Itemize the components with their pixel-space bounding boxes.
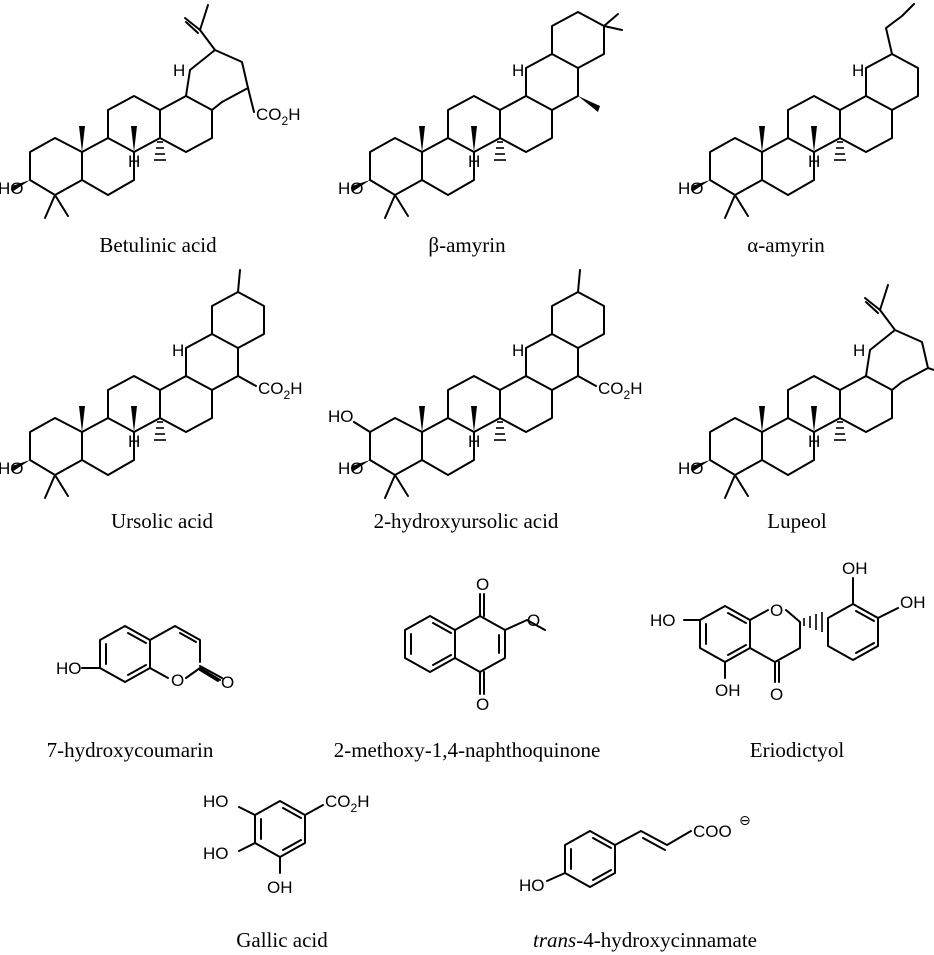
hydroxyl-label: HO bbox=[678, 179, 704, 198]
alpha-amyrin-structure: H H HO bbox=[678, 3, 919, 219]
hydrogen-label: H bbox=[512, 61, 524, 80]
hydroxyl-label: HO bbox=[203, 844, 229, 863]
acid-label: CO2H bbox=[256, 105, 300, 128]
2-hydroxyursolic-acid-structure: H H CO2H HO HO bbox=[328, 269, 642, 499]
hydroxyl-label: HO bbox=[328, 407, 354, 426]
hydrogen-label: H bbox=[808, 432, 820, 451]
hydrogen-label: H bbox=[128, 152, 140, 171]
hydrogen-label: H bbox=[468, 432, 480, 451]
hydroxyl-label: HO bbox=[203, 792, 229, 811]
hydrogen-label: H bbox=[128, 432, 140, 451]
acid-label: CO2H bbox=[325, 792, 369, 815]
hydroxyl-label: OH bbox=[715, 681, 741, 700]
acid-label: CO2H bbox=[258, 379, 302, 402]
carbonyl-oxygen-label: O bbox=[770, 685, 783, 704]
compound-name: Lupeol bbox=[767, 509, 827, 533]
compound-name: trans-4-hydroxycinnamate bbox=[533, 928, 757, 952]
gallic-acid-structure: HO HO OH CO2H bbox=[203, 792, 369, 897]
ring-oxygen-label: O bbox=[171, 671, 184, 690]
hydroxyl-label: OH bbox=[842, 559, 868, 578]
7-hydroxycoumarin-structure: O O HO bbox=[56, 625, 234, 692]
hydrogen-label: H bbox=[512, 341, 524, 360]
hydroxyl-label: HO bbox=[338, 179, 364, 198]
carbonyl-oxygen-label: O bbox=[221, 673, 234, 692]
carbonyl-oxygen-label: O bbox=[476, 695, 489, 714]
carbonyl-oxygen-label: O bbox=[476, 575, 489, 594]
ether-oxygen-label: O bbox=[527, 611, 540, 630]
hydroxyl-label: OH bbox=[900, 593, 926, 612]
compound-name: Betulinic acid bbox=[99, 233, 217, 257]
hydrogen-label: H bbox=[853, 341, 865, 360]
hydroxyl-label: HO bbox=[0, 179, 24, 198]
hydroxyl-label: HO bbox=[338, 459, 364, 478]
hydrogen-label: H bbox=[172, 341, 184, 360]
hydrogen-label: H bbox=[808, 152, 820, 171]
ursolic-acid-structure: H H CO2H HO bbox=[0, 269, 302, 499]
compound-name: α-amyrin bbox=[747, 233, 825, 257]
hydrogen-label: H bbox=[468, 152, 480, 171]
hydroxyl-label: OH bbox=[267, 878, 293, 897]
eriodictyol-structure: O O OH OH HO OH bbox=[650, 559, 926, 704]
hydroxyl-label: HO bbox=[650, 611, 676, 630]
hydroxyl-label: HO bbox=[519, 876, 545, 895]
hydroxyl-label: HO bbox=[678, 459, 704, 478]
compound-name: Eriodictyol bbox=[750, 738, 845, 762]
lupeol-structure: H H HO bbox=[678, 284, 934, 499]
compound-name: Gallic acid bbox=[236, 928, 328, 952]
hydroxyl-label: HO bbox=[56, 659, 82, 678]
carboxylate-label: COO bbox=[693, 822, 732, 841]
compound-name: β-amyrin bbox=[428, 233, 506, 257]
beta-amyrin-structure: H H HO bbox=[338, 11, 623, 219]
hydrogen-label: H bbox=[173, 61, 185, 80]
compound-name: Ursolic acid bbox=[111, 509, 214, 533]
trans-4-hydroxycinnamate-structure: HO COO ⊖ bbox=[519, 812, 751, 895]
negative-charge-label: ⊖ bbox=[739, 812, 751, 828]
compound-name: 2-methoxy-1,4-naphthoquinone bbox=[334, 738, 601, 762]
betulinic-acid-structure: H H CO2H HO bbox=[0, 4, 300, 219]
compound-name: 7-hydroxycoumarin bbox=[47, 738, 214, 762]
2-methoxy-naphthoquinone-structure: O O O bbox=[404, 575, 546, 714]
ring-oxygen-label: O bbox=[770, 601, 783, 620]
hydroxyl-label: HO bbox=[0, 459, 24, 478]
acid-label: CO2H bbox=[598, 379, 642, 402]
compound-name: 2-hydroxyursolic acid bbox=[374, 509, 559, 533]
hydrogen-label: H bbox=[852, 61, 864, 80]
